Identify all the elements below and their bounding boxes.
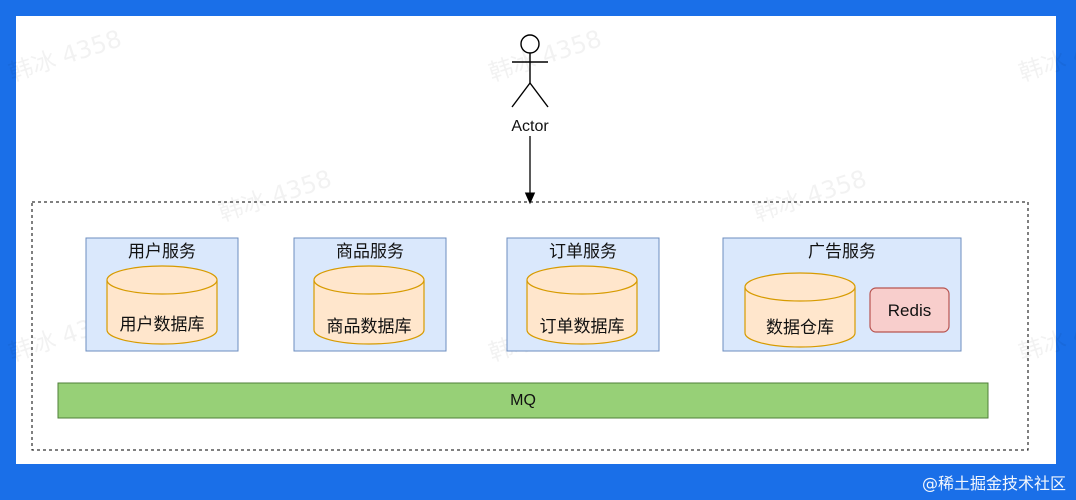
redis-box	[869, 287, 950, 333]
database-cylinder-order	[526, 265, 638, 345]
service-title-ad: 广告服务	[808, 242, 876, 261]
service-title-order: 订单服务	[549, 242, 617, 261]
database-label-warehouse: 数据仓库	[766, 318, 834, 337]
redis-label: Redis	[887, 301, 932, 320]
database-label-order: 订单数据库	[539, 317, 625, 336]
actor-head	[520, 34, 540, 54]
database-cylinder-warehouse	[744, 272, 856, 348]
diagram-canvas: 韩冰 4358 韩冰 4358 韩冰 4358 韩冰 4358 韩冰 4358 …	[5, 16, 1076, 464]
service-title-user: 用户服务	[128, 242, 196, 261]
service-title-product: 商品服务	[336, 242, 404, 261]
actor-figure	[511, 34, 549, 108]
database-label-product: 商品数据库	[326, 317, 412, 336]
actor-left-leg	[511, 82, 531, 108]
mq-label: MQ	[510, 392, 536, 409]
mq-bar	[57, 382, 989, 419]
footer-brand: @稀土掘金技术社区	[921, 474, 1066, 493]
database-label-user: 用户数据库	[119, 315, 205, 334]
database-cylinder-product	[313, 265, 425, 345]
architecture-diagram	[31, 34, 1029, 451]
system-boundary	[31, 201, 1029, 451]
actor-label: Actor	[511, 118, 549, 135]
database-cylinder-user	[106, 265, 218, 345]
actor-right-leg	[529, 82, 549, 108]
